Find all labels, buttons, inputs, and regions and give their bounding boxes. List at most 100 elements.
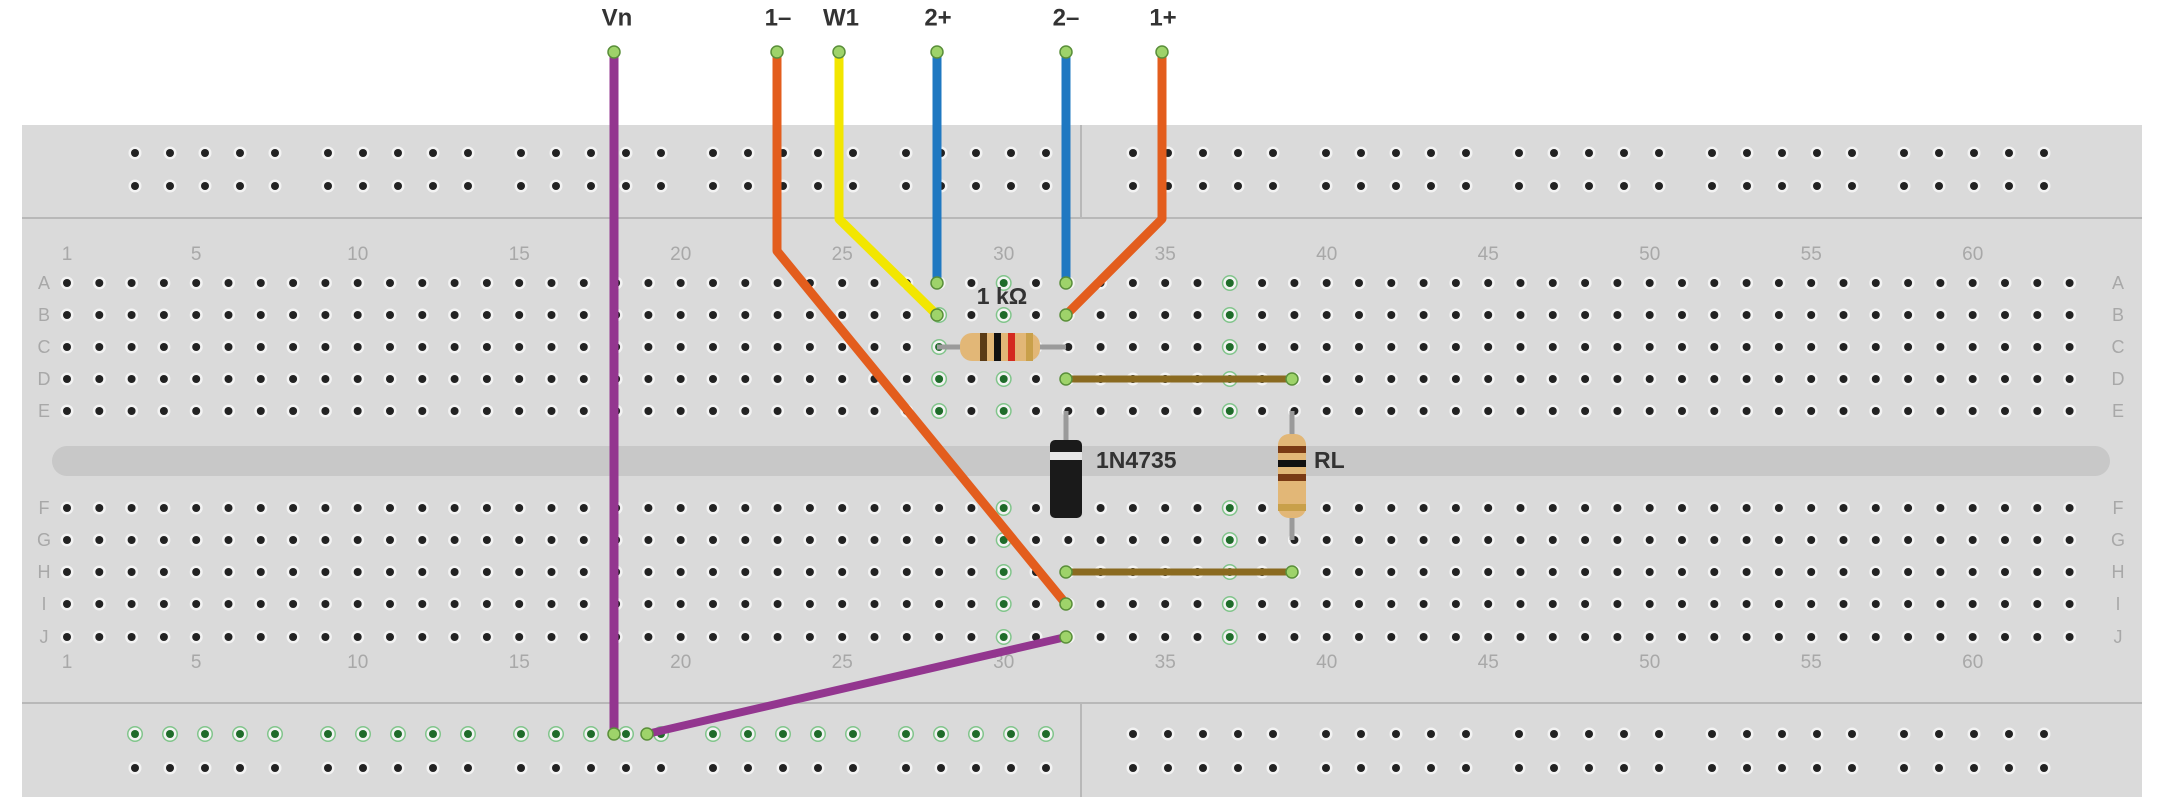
r1-band <box>1008 333 1015 361</box>
hole <box>1258 407 1267 415</box>
hole <box>236 149 244 157</box>
hole <box>1193 311 1202 319</box>
hole <box>353 536 362 544</box>
hole <box>972 182 980 190</box>
hole <box>1516 375 1525 383</box>
hole <box>1904 633 1913 641</box>
hole <box>2033 375 2042 383</box>
hole <box>622 149 630 157</box>
diode-label: 1N4735 <box>1096 447 1177 473</box>
hole <box>1813 730 1821 738</box>
hole <box>1357 764 1365 772</box>
hole <box>1743 730 1751 738</box>
hole <box>1484 375 1493 383</box>
hole <box>741 568 750 576</box>
hole <box>256 600 265 608</box>
hole <box>1871 343 1880 351</box>
hole <box>321 600 330 608</box>
hole <box>935 504 944 512</box>
hole <box>579 633 588 641</box>
hole <box>676 279 685 287</box>
hole <box>1935 764 1943 772</box>
hole <box>1387 375 1396 383</box>
hole <box>127 600 136 608</box>
hole <box>1258 536 1267 544</box>
hole <box>1936 311 1945 319</box>
hole <box>1581 375 1590 383</box>
hole <box>2040 182 2048 190</box>
hole <box>517 730 525 738</box>
hole <box>353 407 362 415</box>
hole <box>1839 504 1848 512</box>
hole <box>127 375 136 383</box>
hole <box>1613 279 1622 287</box>
hole <box>1904 568 1913 576</box>
hole <box>1871 504 1880 512</box>
hole <box>1355 536 1363 544</box>
hole <box>1742 568 1751 576</box>
hole <box>1161 407 1170 415</box>
hole <box>159 504 168 512</box>
hole <box>1322 149 1330 157</box>
wire-purple-jumper <box>643 633 1070 738</box>
hole <box>1742 407 1751 415</box>
rl-band <box>1278 474 1306 481</box>
hole <box>644 375 653 383</box>
hole <box>2065 279 2074 287</box>
hole <box>1355 343 1363 351</box>
hole <box>1042 730 1050 738</box>
hole <box>192 600 201 608</box>
hole <box>773 279 782 287</box>
hole <box>159 568 168 576</box>
hole <box>1484 536 1493 544</box>
hole <box>1129 730 1137 738</box>
hole <box>547 311 556 319</box>
hole <box>1516 536 1525 544</box>
hole <box>1322 730 1330 738</box>
hole <box>429 730 437 738</box>
hole <box>1645 536 1654 544</box>
hole <box>224 633 233 641</box>
hole <box>622 764 630 772</box>
hole <box>999 279 1008 287</box>
hole <box>1968 375 1977 383</box>
hole <box>1807 375 1816 383</box>
hole <box>131 149 139 157</box>
hole <box>1678 311 1686 319</box>
hole <box>1708 764 1716 772</box>
hole <box>1871 536 1880 544</box>
hole <box>1548 279 1557 287</box>
hole <box>1548 600 1557 608</box>
hole <box>2005 764 2013 772</box>
hole <box>1645 407 1654 415</box>
hole <box>324 730 332 738</box>
hole <box>657 182 665 190</box>
hole <box>1032 504 1040 512</box>
column-number-bottom: 15 <box>509 652 530 673</box>
hole <box>1392 149 1400 157</box>
hole <box>159 600 168 608</box>
column-number-top: 15 <box>509 244 530 265</box>
hole <box>972 730 980 738</box>
hole <box>2001 343 2009 351</box>
hole <box>1007 730 1015 738</box>
hole <box>1161 343 1170 351</box>
hole <box>1322 504 1331 512</box>
hole <box>967 407 976 415</box>
wire-endpoint <box>1155 45 1169 59</box>
hole <box>967 536 976 544</box>
hole <box>95 600 104 608</box>
hole <box>1451 311 1460 319</box>
hole <box>999 633 1008 641</box>
hole <box>2033 568 2042 576</box>
hole <box>1451 633 1460 641</box>
hole <box>321 633 330 641</box>
hole <box>1900 764 1908 772</box>
hole <box>741 504 750 512</box>
wire-endpoint <box>607 45 621 59</box>
hole <box>935 536 944 544</box>
hole <box>1355 633 1363 641</box>
hole <box>1904 407 1913 415</box>
